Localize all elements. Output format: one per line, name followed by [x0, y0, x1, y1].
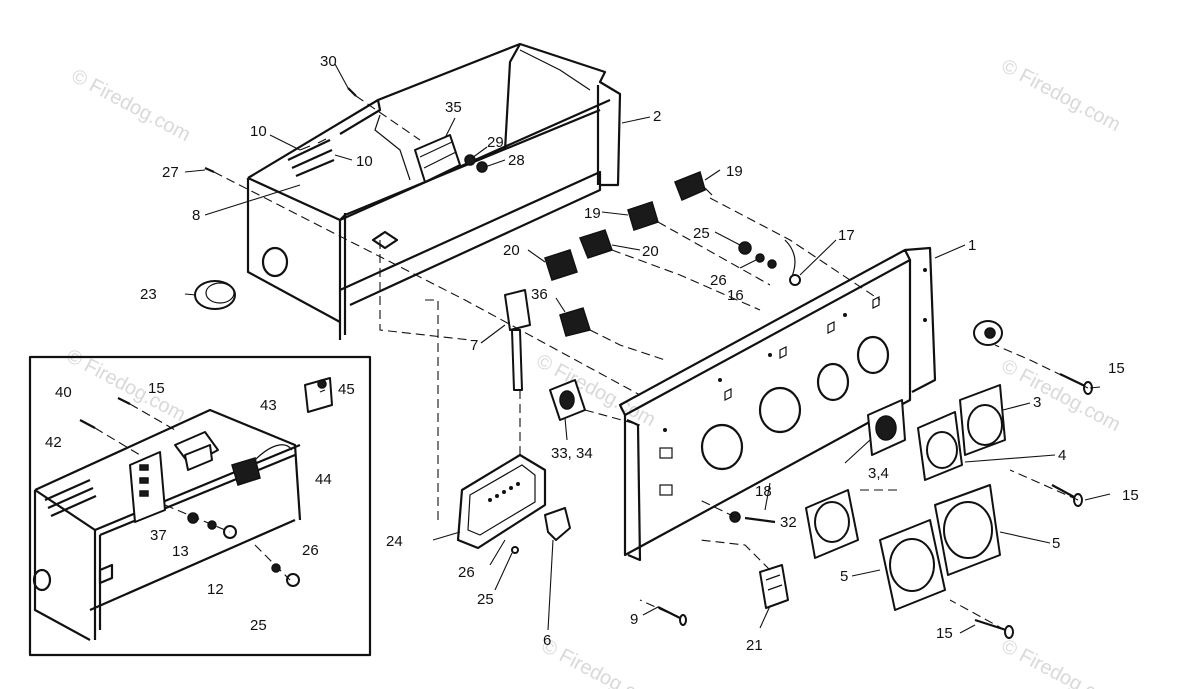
- callout-27: 27: [162, 164, 179, 181]
- callout-32: 32: [780, 514, 797, 531]
- callout-5-left: 5: [840, 568, 848, 585]
- switch-19b: [627, 201, 659, 231]
- callout-2: 2: [653, 108, 661, 125]
- receptacle-5-middle: [879, 519, 946, 611]
- callout-12: 12: [207, 581, 224, 598]
- watermark-2: © Firedog.com: [998, 55, 1124, 136]
- callout-8: 8: [192, 207, 200, 224]
- callout-28: 28: [508, 152, 525, 169]
- callout-4: 4: [1058, 447, 1066, 464]
- callout-15-mid: 15: [1122, 487, 1139, 504]
- part-21: [759, 564, 789, 609]
- callout-42: 42: [45, 434, 62, 451]
- receptacle-3: [959, 384, 1006, 456]
- washer-16: [767, 259, 777, 269]
- callout-10-bottom: 10: [356, 153, 373, 170]
- callout-5-right: 5: [1052, 535, 1060, 552]
- plate-5-left: [805, 489, 859, 559]
- callout-23: 23: [140, 286, 157, 303]
- callout-18: 18: [755, 483, 772, 500]
- callout-40: 40: [55, 384, 72, 401]
- callout-10-top: 10: [250, 123, 267, 140]
- leader-lines: [184, 63, 1111, 634]
- callout-26-right: 26: [710, 272, 727, 289]
- switch-19a: [674, 170, 713, 201]
- callout-9: 9: [630, 611, 638, 628]
- watermark-5: © Firedog.com: [538, 635, 664, 689]
- callout-15-bottom: 15: [936, 625, 953, 642]
- callout-20-left: 20: [503, 242, 520, 259]
- callout-15-inset: 15: [148, 380, 165, 397]
- callout-1: 1: [968, 237, 976, 254]
- callout-26-board: 26: [458, 564, 475, 581]
- inset-detail: [28, 355, 372, 657]
- callout-19-left: 19: [584, 205, 601, 222]
- callout-45: 45: [338, 381, 355, 398]
- screw-15-bottom: [974, 618, 1014, 639]
- callout-3-4: 3,4: [868, 465, 889, 482]
- callout-30: 30: [320, 53, 337, 70]
- callout-35: 35: [445, 99, 462, 116]
- callout-13: 13: [172, 543, 189, 560]
- receptacle-5-right: [934, 484, 1001, 576]
- callouts: 1 2 3 4 5 5 7 8 9 10 10 15 15 15 16 17 1…: [45, 53, 1139, 654]
- washer-26: [755, 253, 765, 263]
- switch-20b: [544, 249, 578, 281]
- screw-30: [347, 87, 357, 97]
- callout-3: 3: [1033, 394, 1041, 411]
- callout-25-inset: 25: [250, 617, 267, 634]
- dash-lines: [213, 95, 1089, 631]
- part-35: [414, 134, 461, 183]
- knob-right: [973, 320, 1003, 346]
- callout-36: 36: [531, 286, 548, 303]
- part-33-34: [549, 379, 586, 421]
- screw-15-mid: [1051, 484, 1083, 507]
- front-panel: [618, 246, 937, 562]
- nut-17: [789, 274, 801, 286]
- callout-29: 29: [487, 134, 504, 151]
- nut-28: [476, 161, 488, 173]
- callout-21: 21: [746, 637, 763, 654]
- watermark-4: © Firedog.com: [998, 355, 1124, 436]
- switch-20a: [579, 229, 613, 259]
- screw-32: [744, 516, 776, 524]
- connector-7: [504, 289, 531, 391]
- callout-20-right: 20: [642, 243, 659, 260]
- callout-33-34: 33, 34: [551, 445, 593, 462]
- callout-6: 6: [543, 632, 551, 649]
- screw-27: [204, 166, 215, 174]
- callout-15-top: 15: [1108, 360, 1125, 377]
- watermark-6: © Firedog.com: [998, 635, 1124, 689]
- callout-16: 16: [727, 287, 744, 304]
- callout-24: 24: [386, 533, 403, 550]
- screw-25-board: [511, 546, 519, 554]
- watermark-1: © Firedog.com: [68, 65, 194, 146]
- clip-6: [544, 507, 571, 541]
- callout-17: 17: [838, 227, 855, 244]
- board-24: [456, 453, 547, 550]
- callout-19-right: 19: [726, 163, 743, 180]
- callout-25-right: 25: [693, 225, 710, 242]
- housing-box: [246, 42, 622, 340]
- callout-26-inset: 26: [302, 542, 319, 559]
- callout-7: 7: [470, 337, 478, 354]
- plate-3-4: [867, 399, 906, 456]
- receptacle-4: [917, 411, 963, 481]
- callout-44: 44: [315, 471, 332, 488]
- callout-43: 43: [260, 397, 277, 414]
- washer-25: [738, 241, 752, 255]
- callout-25-board: 25: [477, 591, 494, 608]
- callout-37: 37: [150, 527, 167, 544]
